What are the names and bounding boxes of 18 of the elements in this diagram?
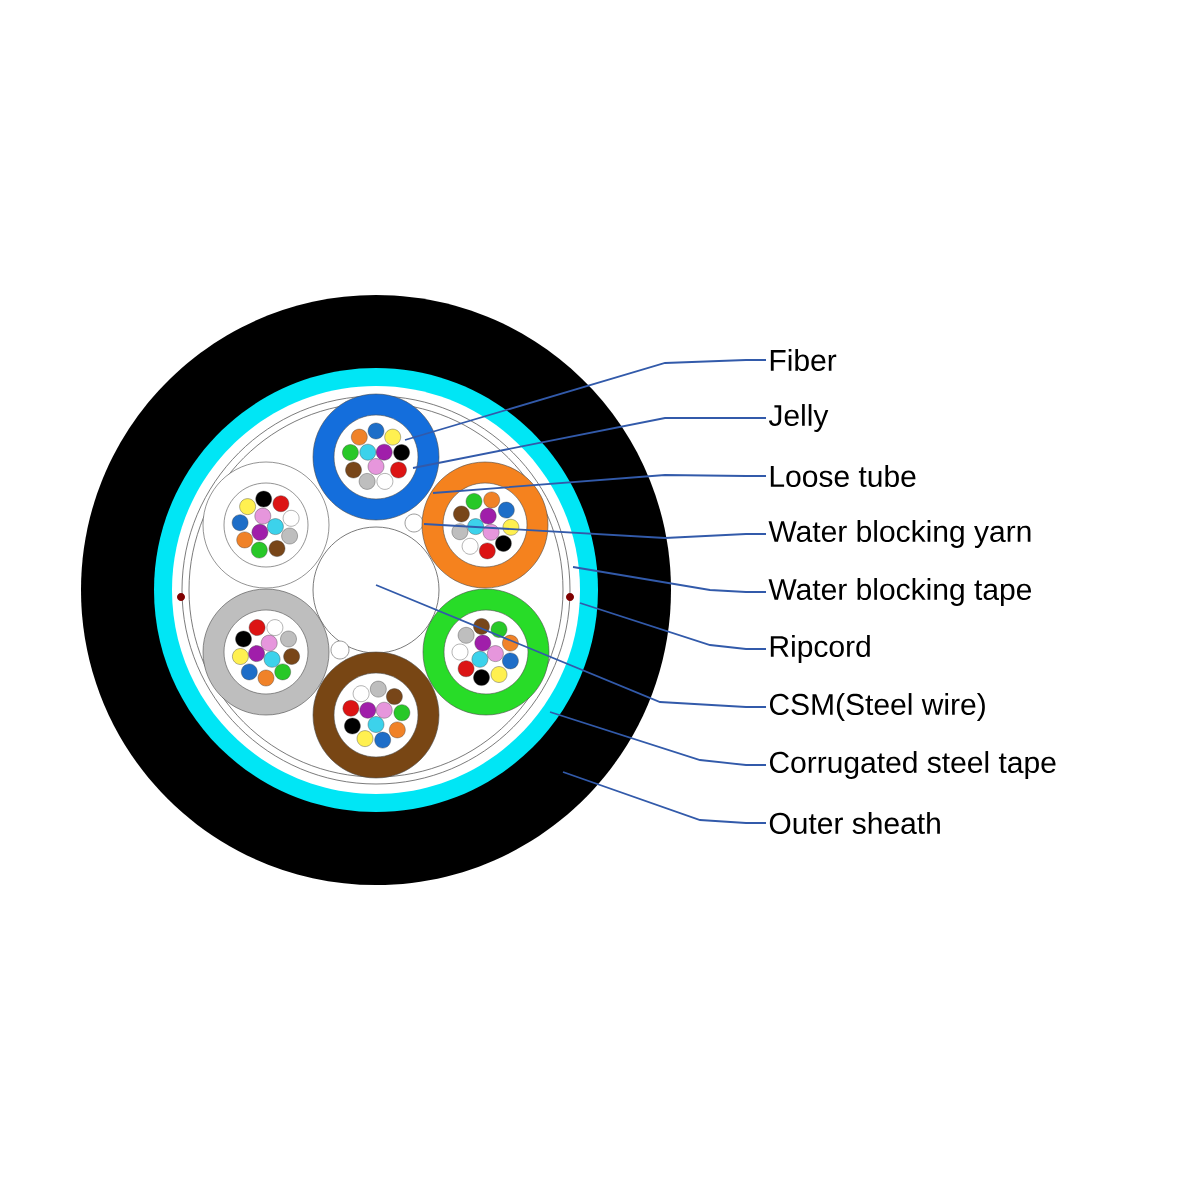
leader-line xyxy=(404,359,767,441)
leader-line xyxy=(423,523,767,539)
leader-line xyxy=(579,602,767,650)
part-label: Jelly xyxy=(768,404,829,432)
part-label: Fiber xyxy=(770,349,837,371)
leader-line xyxy=(432,474,767,494)
part-label: Corrugated steel tape xyxy=(769,751,1056,779)
part-label: Ripcord xyxy=(770,635,870,663)
leader-line xyxy=(549,711,767,766)
leader-line xyxy=(412,417,767,469)
part-label: Water blocking tape xyxy=(768,578,1032,606)
part-label: Loose tube xyxy=(770,465,916,487)
part-label: Outer sheath xyxy=(769,812,940,834)
leader-line xyxy=(572,566,767,593)
leader-line xyxy=(562,771,767,824)
leader-line xyxy=(375,584,767,708)
part-label: CSM(Steel wire) xyxy=(769,693,985,721)
part-label: Water blocking yarn xyxy=(768,520,1031,548)
